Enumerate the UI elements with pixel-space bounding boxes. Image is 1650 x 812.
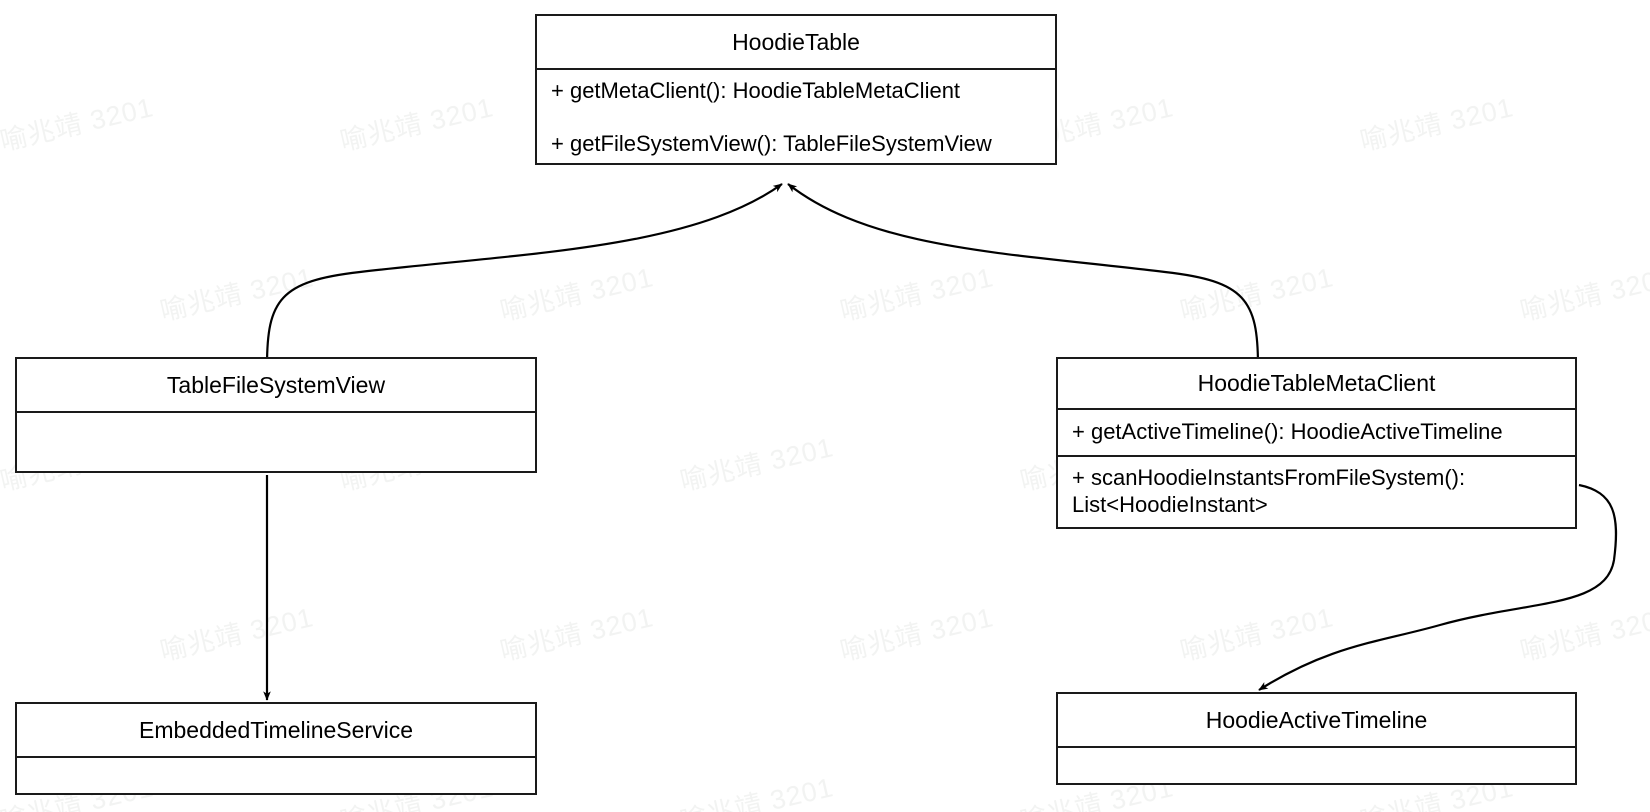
class-box-embedded-timeline-service[interactable]: EmbeddedTimelineService xyxy=(15,702,537,795)
class-members-hoodie-table-meta-client-1: + getActiveTimeline(): HoodieActiveTimel… xyxy=(1058,408,1575,455)
class-box-hoodie-table-meta-client[interactable]: HoodieTableMetaClient + getActiveTimelin… xyxy=(1056,357,1577,529)
class-box-hoodie-table[interactable]: HoodieTable + getMetaClient(): HoodieTab… xyxy=(535,14,1057,165)
class-members-hoodie-table-meta-client-2: + scanHoodieInstantsFromFileSystem(): Li… xyxy=(1058,455,1575,527)
class-members-embedded-timeline-service xyxy=(17,756,535,793)
class-member: + getActiveTimeline(): HoodieActiveTimel… xyxy=(1072,419,1503,445)
class-members-table-file-system-view xyxy=(17,411,535,471)
class-member: + getFileSystemView(): TableFileSystemVi… xyxy=(551,130,992,156)
class-box-hoodie-active-timeline[interactable]: HoodieActiveTimeline xyxy=(1056,692,1577,785)
class-name-embedded-timeline-service: EmbeddedTimelineService xyxy=(138,716,413,743)
class-member: + scanHoodieInstantsFromFileSystem(): Li… xyxy=(1072,465,1466,517)
class-name-hoodie-table: HoodieTable xyxy=(732,28,860,55)
class-members-hoodie-active-timeline xyxy=(1058,746,1575,783)
class-name-hoodie-table-meta-client: HoodieTableMetaClient xyxy=(1197,370,1436,396)
class-name-hoodie-active-timeline: HoodieActiveTimeline xyxy=(1205,706,1428,733)
class-members-hoodie-table: + getMetaClient(): HoodieTableMetaClient… xyxy=(537,68,1055,165)
class-box-table-file-system-view[interactable]: TableFileSystemView xyxy=(15,357,537,473)
class-member: + getMetaClient(): HoodieTableMetaClient xyxy=(551,77,961,103)
class-name-table-file-system-view: TableFileSystemView xyxy=(166,371,386,398)
